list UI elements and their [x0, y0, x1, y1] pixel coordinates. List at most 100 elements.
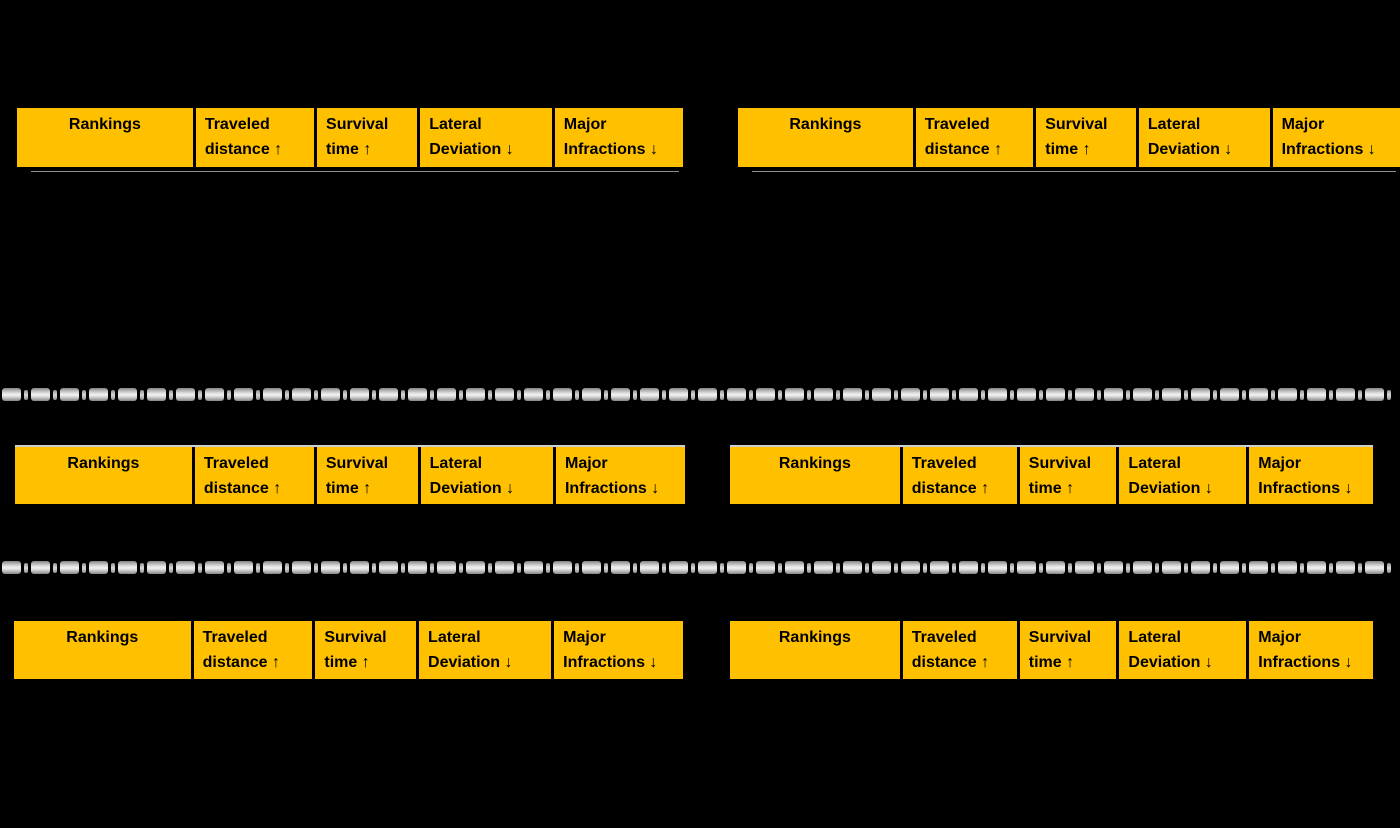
dash-dot — [923, 389, 927, 400]
dash-segment — [727, 388, 746, 401]
dash-segment — [2, 561, 21, 574]
dash-dot — [314, 389, 318, 400]
dash-dot — [923, 562, 927, 573]
dash-segment — [1075, 561, 1094, 574]
dash-segment — [1278, 388, 1297, 401]
dash-dot — [894, 562, 898, 573]
dash-dot — [1329, 389, 1333, 400]
dash-segment — [1336, 388, 1355, 401]
dash-dot — [865, 389, 869, 400]
dash-segment — [930, 388, 949, 401]
dash-segment — [698, 561, 717, 574]
header-cell-traveled-distance-line1: Traveled — [924, 116, 990, 133]
header-cell-survival-time: Survival time ↑ — [1016, 447, 1117, 504]
dash-segment — [1278, 561, 1297, 574]
header-cell-traveled-distance: Traveled distance ↑ — [192, 108, 314, 167]
header-cell-rankings: Rankings — [730, 447, 900, 504]
dash-segment — [1133, 388, 1152, 401]
dash-segment — [437, 388, 456, 401]
dash-dot — [720, 562, 724, 573]
dash-segment — [1133, 561, 1152, 574]
header-cell-major-infractions-line1: Major — [563, 116, 607, 133]
dash-segment — [727, 561, 746, 574]
dash-dot — [430, 389, 434, 400]
header-cell-lateral-deviation: Lateral Deviation ↓ — [1116, 447, 1246, 504]
dash-segment — [698, 388, 717, 401]
header-cell-traveled-distance-line2: distance ↑ — [911, 654, 990, 671]
header-cell-lateral-deviation-line1: Lateral — [1128, 455, 1181, 472]
dash-segment — [263, 561, 282, 574]
dash-dot — [546, 562, 550, 573]
header-cell-major-infractions: Major Infractions ↓ — [1246, 621, 1373, 679]
dash-segment — [60, 388, 79, 401]
header-cell-traveled-distance-line2: distance ↑ — [911, 480, 990, 497]
dash-segment — [408, 561, 427, 574]
header-cell-major-infractions-line1: Major — [564, 455, 608, 472]
header-cell-survival-time: Survival time ↑ — [314, 108, 417, 167]
header-cell-survival-time-line1: Survival — [324, 629, 387, 646]
header-cell-major-infractions-line1: Major — [563, 629, 606, 646]
header-cell-rankings-line1: Rankings — [67, 455, 140, 472]
dash-dot — [82, 389, 86, 400]
leaderboard-header-top-right: Rankings Traveled distance ↑ Survival ti… — [738, 108, 1400, 172]
dash-segment — [901, 388, 920, 401]
leaderboard-header-middle-left: Rankings Traveled distance ↑ Survival ti… — [15, 445, 685, 504]
dash-segment — [814, 561, 833, 574]
header-cell-survival-time-line2: time ↑ — [325, 480, 372, 497]
dash-segment — [292, 388, 311, 401]
dash-dot — [981, 389, 985, 400]
dash-segment — [205, 388, 224, 401]
dash-segment — [959, 561, 978, 574]
dash-dot — [1300, 562, 1304, 573]
dash-dot — [111, 389, 115, 400]
dash-segment — [466, 388, 485, 401]
header-cell-traveled-distance: Traveled distance ↑ — [912, 108, 1033, 167]
dash-dot — [1155, 389, 1159, 400]
dash-segment — [176, 388, 195, 401]
dash-dot — [140, 389, 144, 400]
dash-segment — [1017, 388, 1036, 401]
dash-dot — [517, 389, 521, 400]
header-cell-traveled-distance-line1: Traveled — [204, 116, 270, 133]
dash-segment — [1220, 561, 1239, 574]
dash-segment — [1162, 388, 1181, 401]
dash-dot — [807, 389, 811, 400]
dash-dot — [82, 562, 86, 573]
header-cell-lateral-deviation: Lateral Deviation ↓ — [417, 447, 553, 504]
dash-segment — [524, 388, 543, 401]
header-cell-major-infractions: Major Infractions ↓ — [1269, 108, 1400, 167]
header-cell-lateral-deviation-line1: Lateral — [1147, 116, 1201, 133]
dash-dot — [720, 389, 724, 400]
dash-dot — [343, 562, 347, 573]
header-cell-traveled-distance-line2: distance ↑ — [203, 480, 282, 497]
header-cell-traveled-distance: Traveled distance ↑ — [899, 621, 1017, 679]
header-cell-rankings: Rankings — [738, 108, 913, 167]
dash-segment — [582, 388, 601, 401]
header-cell-lateral-deviation-line1: Lateral — [429, 455, 483, 472]
dash-segment — [1046, 561, 1065, 574]
dash-segment — [89, 388, 108, 401]
header-cell-lateral-deviation-line1: Lateral — [428, 629, 481, 646]
header-cell-survival-time-line1: Survival — [326, 116, 389, 133]
dash-dot — [691, 389, 695, 400]
header-cell-rankings-line1: Rankings — [66, 629, 139, 646]
header-cell-major-infractions-line1: Major — [1281, 116, 1325, 133]
dash-dot — [140, 562, 144, 573]
dash-segment — [756, 561, 775, 574]
dash-dot — [807, 562, 811, 573]
dash-dot — [836, 389, 840, 400]
dash-segment — [843, 388, 862, 401]
dash-dot — [459, 562, 463, 573]
dash-segment — [611, 388, 630, 401]
dash-segment — [60, 561, 79, 574]
leaderboard-header-top-left: Rankings Traveled distance ↑ Survival ti… — [17, 108, 683, 172]
dash-segment — [930, 561, 949, 574]
dash-segment — [1104, 561, 1123, 574]
dash-dot — [227, 562, 231, 573]
header-cell-lateral-deviation-line1: Lateral — [429, 116, 482, 133]
dash-dot — [691, 562, 695, 573]
dash-dot — [575, 562, 579, 573]
dash-dot — [1271, 562, 1275, 573]
header-cell-major-infractions-line1: Major — [1258, 455, 1301, 472]
dash-dot — [111, 562, 115, 573]
